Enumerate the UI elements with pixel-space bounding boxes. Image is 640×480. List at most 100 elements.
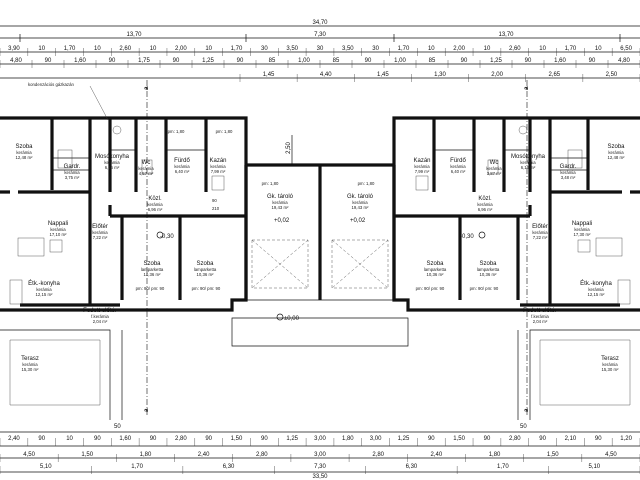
room-area: 12,48 m² (16, 155, 34, 160)
dimension-label: 90 (365, 58, 372, 64)
section-mark-bottom-right: a (523, 408, 530, 412)
dimension-label: 2,00 (453, 46, 465, 52)
dimension-label: 90 (150, 436, 157, 442)
dimension-label: 1,60 (554, 58, 566, 64)
dimension-label: 1,00 (394, 58, 406, 64)
room-name: Terasz (21, 356, 39, 362)
room-floor-finish: kerámia (520, 160, 536, 165)
dimension-label: 5,10 (588, 464, 600, 470)
room-floor-finish: kerámia (210, 164, 226, 169)
room-area: 2,04 m² (93, 319, 108, 324)
terrace-outlines (0, 317, 640, 420)
room-area: 12,48 m² (608, 155, 626, 160)
dimension-label: 90 (109, 58, 116, 64)
dimension-label: 1,30 (434, 72, 446, 78)
room-floor-finish: lamparketta (477, 267, 500, 272)
room-area: 6,16 m² (521, 165, 536, 170)
room-name: Szoba (196, 261, 214, 267)
dimension-label: 1,80 (489, 452, 501, 458)
level-zero: ±0,00 (284, 316, 300, 322)
room-area: 10,36 m² (427, 272, 445, 277)
dimension-label: 2,00 (175, 46, 187, 52)
dimension-label: 6,30 (223, 464, 235, 470)
room-name: Nappali (48, 221, 68, 227)
parapet-height: pm: 1,80 (262, 181, 279, 186)
parapet-height: pm: 90/ pm: 90 (192, 286, 221, 291)
room-name: Kazán (209, 158, 226, 164)
room-name: Gardr. (560, 164, 577, 170)
dimension-label: 10 (428, 46, 435, 52)
room-area: 4,57 m² (139, 171, 154, 176)
room-area: 6,96 m² (148, 207, 163, 212)
dim-overall-top: 34,70 (312, 20, 328, 26)
dimension-label: 3,90 (8, 46, 20, 52)
dimension-label: 10 (595, 46, 602, 52)
room-area: 2,04 m² (533, 319, 548, 324)
dimension-label: 1,75 (138, 58, 150, 64)
dimension-label: 10 (66, 436, 73, 442)
garage-floor-finish: kerámia (272, 200, 288, 205)
dimension-label: 1,00 (298, 58, 310, 64)
room-floor-finish: kerámia (486, 166, 502, 171)
room-area: 7,99 m² (415, 169, 430, 174)
parapet-height: pm: 90/ pm: 90 (470, 286, 499, 291)
dimension-label: 2,10 (565, 436, 577, 442)
room-name: Mosókonyha (95, 154, 130, 160)
dimension-label: 90 (595, 436, 602, 442)
garage-name: Gk. tároló (347, 194, 374, 200)
dimension-label: 3,50 (286, 46, 298, 52)
dimension-label: 90 (45, 58, 52, 64)
opening-210-left: 210 (212, 206, 220, 211)
left-unit-walls (0, 116, 248, 312)
room-floor-finish: kerámia (414, 164, 430, 169)
dimension-label: 10 (150, 46, 157, 52)
dimension-label: 1,50 (547, 452, 559, 458)
section-line: a a a a (143, 80, 530, 415)
dimension-label: 90 (173, 58, 180, 64)
dimension-label: 2,40 (8, 436, 20, 442)
section-mark-top: a (143, 86, 150, 90)
room-floor-finish: kerámia (174, 164, 190, 169)
room-floor-finish: kerámia (532, 230, 548, 235)
dimension-label: 1,70 (497, 464, 509, 470)
room-area: 6,40 m² (451, 169, 466, 174)
room-name: Étk.-konyha (28, 280, 60, 287)
boiler-note: kondenzációs gázkazán (28, 82, 74, 87)
room-floor-finish: kerámia (608, 150, 624, 155)
room-floor-finish: kerámia (16, 150, 32, 155)
section-mark-top-right: a (523, 86, 530, 90)
dimension-label: 90 (428, 436, 435, 442)
dimension-label: 90 (94, 436, 101, 442)
dimension-label: 3,00 (370, 436, 382, 442)
dimension-label: 1,25 (202, 58, 214, 64)
room-name: Szoba (15, 144, 33, 150)
dimension-label: 90 (484, 436, 491, 442)
dimension-label: 90 (461, 58, 468, 64)
dimension-label: 1,70 (131, 464, 143, 470)
dim-gap-right: 50 (520, 424, 527, 430)
dimension-label: 3,00 (314, 452, 326, 458)
dimension-label: 1,25 (286, 436, 298, 442)
dimension-label: 2,65 (548, 72, 560, 78)
dimension-label: 90 (261, 436, 268, 442)
dimension-label: 1,60 (74, 58, 86, 64)
room-name: Előtér (532, 224, 548, 230)
room-floor-finish: kerámia (450, 164, 466, 169)
dimension-label: 6,50 (620, 46, 632, 52)
room-area: 12,15 m² (36, 292, 54, 297)
level-plus-left: +0,02 (274, 218, 290, 224)
dimension-label: 4,50 (605, 452, 617, 458)
room-floor-finish: kerámia (36, 287, 52, 292)
dimension-label: 2,60 (119, 46, 131, 52)
dimension-label: 90 (525, 58, 532, 64)
room-floor-finish: kerámia (50, 227, 66, 232)
dimension-label: 30 (261, 46, 268, 52)
room-area: 6,96 m² (478, 207, 493, 212)
dimension-label: 2,50 (606, 72, 618, 78)
dimension-label: 30 (372, 46, 379, 52)
room-area: 12,15 m² (588, 292, 606, 297)
